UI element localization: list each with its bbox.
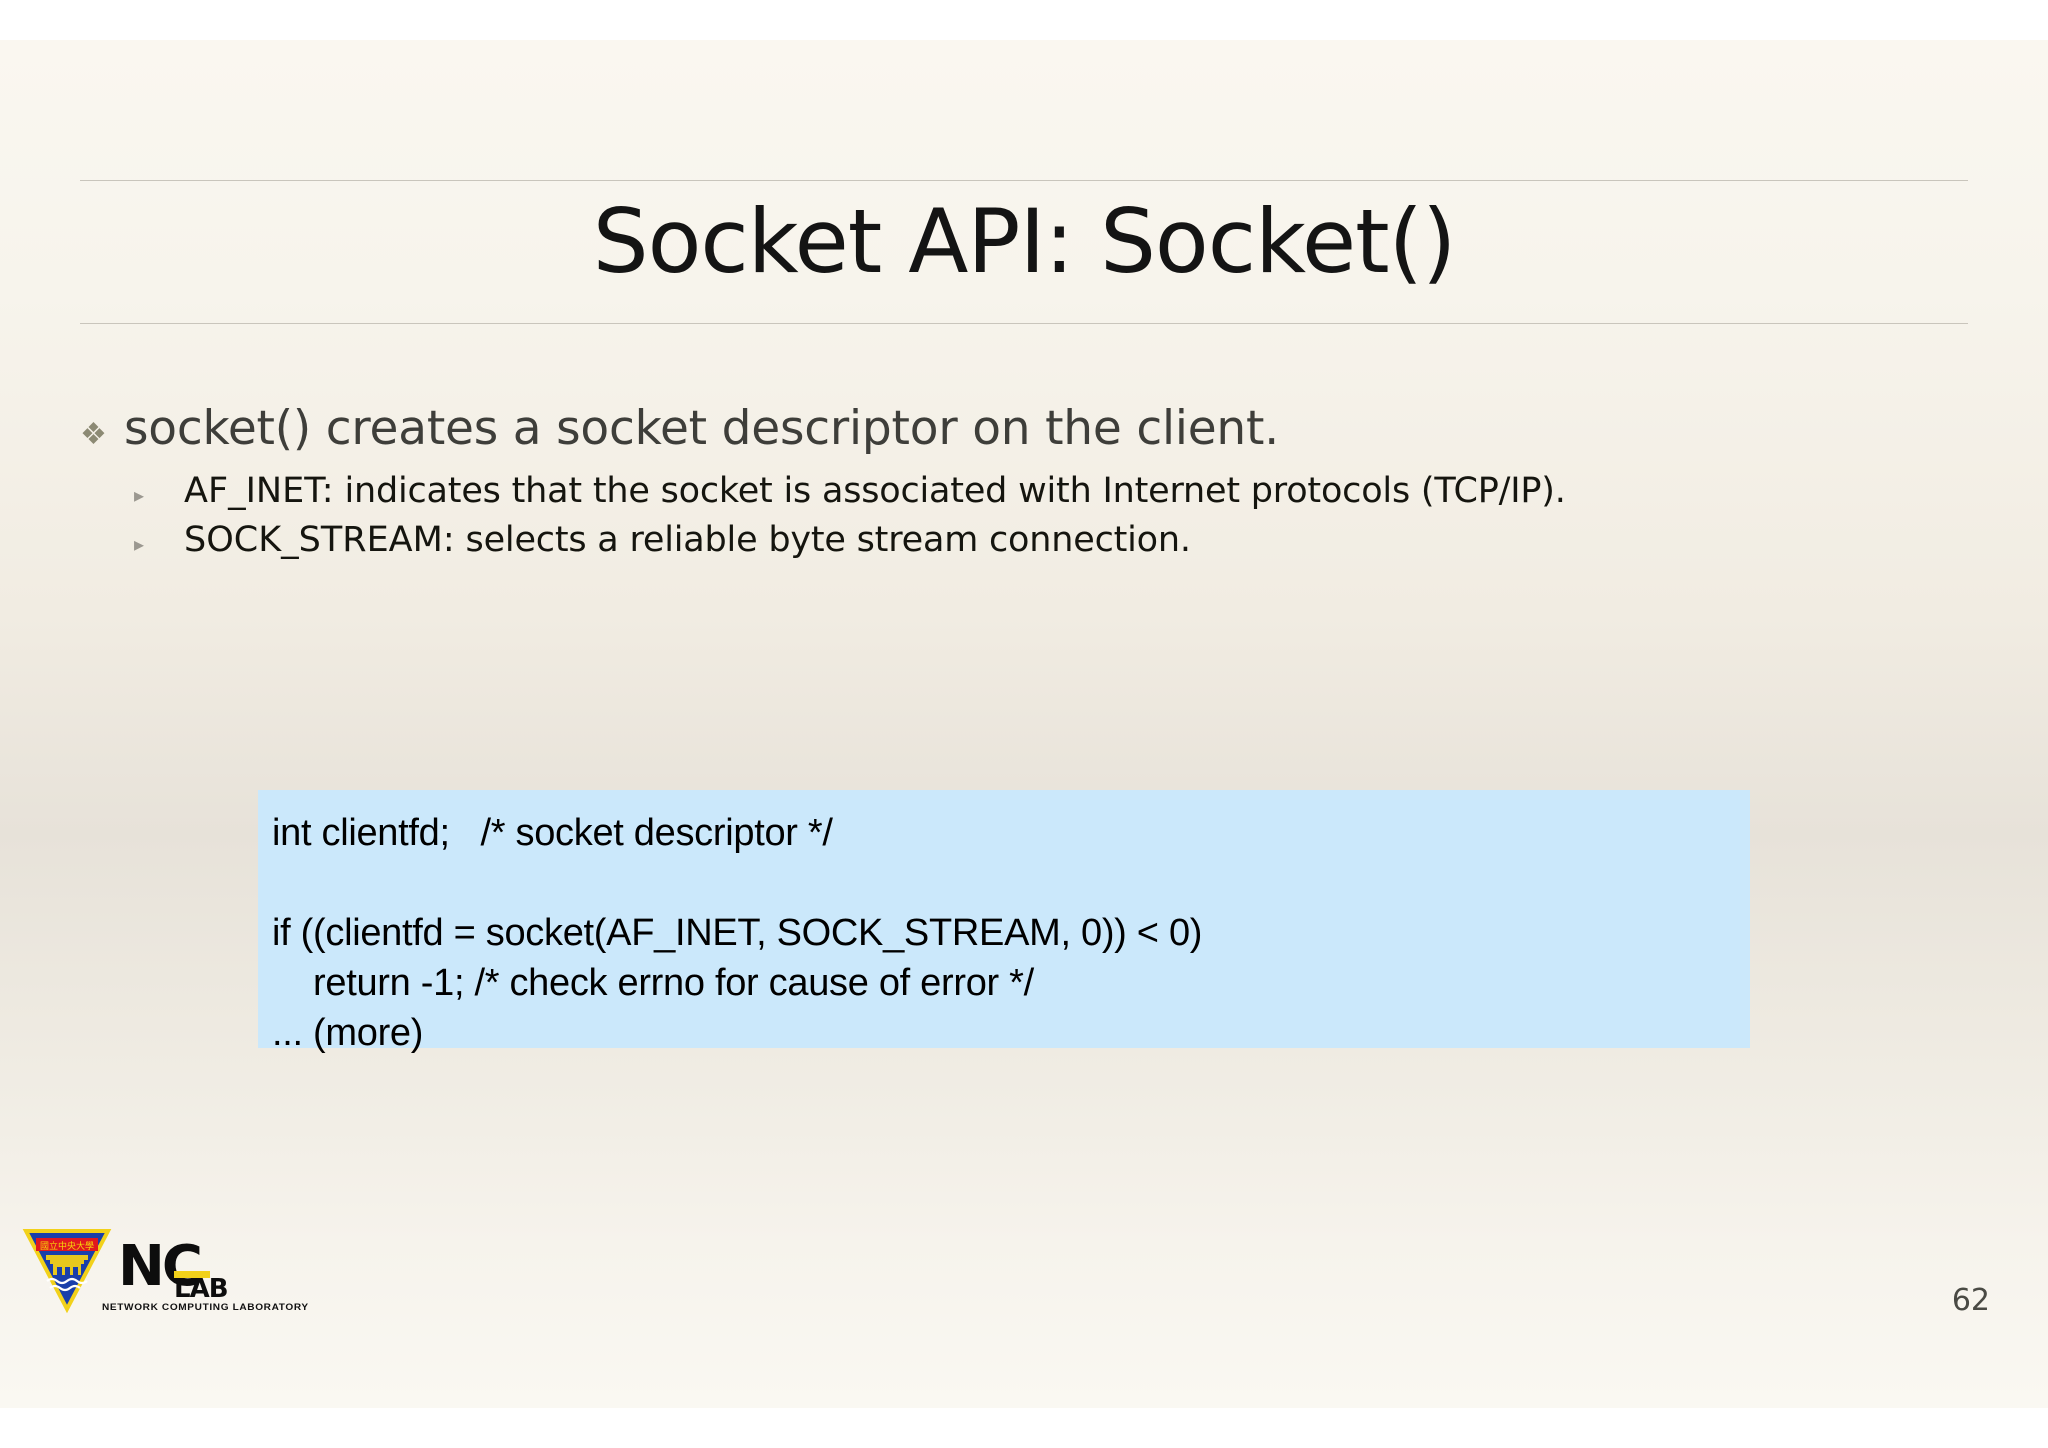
triangle-bullet-icon: ▸ (134, 534, 145, 557)
page-number: 62 (1951, 1283, 1990, 1318)
title-rule-bottom (80, 323, 1968, 324)
logo-caption: NETWORK COMPUTING LABORATORY (102, 1302, 309, 1313)
svg-text:LAB: LAB (174, 1274, 228, 1304)
code-line: return -1; /* check errno for cause of e… (272, 962, 1034, 1004)
code-line-blank (272, 858, 1750, 908)
university-crest-icon: 國立中央大學 (22, 1229, 112, 1314)
code-line: int clientfd; /* socket descriptor */ (272, 812, 833, 854)
slide-canvas: Socket API: Socket() ❖ socket() creates … (0, 40, 2048, 1408)
svg-text:國立中央大學: 國立中央大學 (40, 1240, 94, 1252)
bullet-item-sock-stream: ▸ SOCK_STREAM: selects a reliable byte s… (134, 518, 1972, 564)
nc-wordmark-icon: NC LAB (118, 1234, 229, 1304)
page-title: Socket API: Socket() (592, 190, 1457, 293)
bullet-list: ❖ socket() creates a socket descriptor o… (72, 400, 1972, 568)
triangle-bullet-icon: ▸ (134, 484, 145, 507)
svg-text:NC: NC (118, 1234, 200, 1299)
diamond-bullet-icon: ❖ (80, 418, 107, 451)
bullet-af-inet-description: indicates that the socket is associated … (333, 470, 1566, 511)
nclab-logo: 國立中央大學 NC LAB (22, 1225, 272, 1315)
bullet-sock-stream-label: SOCK_STREAM: selects a reliable byte str… (184, 518, 1191, 564)
bullet-primary-label: socket() creates a socket descriptor on … (124, 401, 1279, 456)
logo-artwork: 國立中央大學 NC LAB (22, 1229, 229, 1314)
bullet-item-primary: ❖ socket() creates a socket descriptor o… (72, 400, 1972, 459)
bullet-af-inet-label: AF_INET: indicates that the socket is as… (184, 469, 1566, 515)
code-line: ... (more) (272, 1012, 424, 1054)
bullet-sock-stream-description: selects a reliable byte stream connectio… (454, 520, 1191, 561)
bullet-item-af-inet: ▸ AF_INET: indicates that the socket is … (134, 469, 1972, 515)
title-rule-top (80, 180, 1968, 181)
code-snippet-block: int clientfd; /* socket descriptor */ if… (258, 790, 1750, 1054)
code-line: if ((clientfd = socket(AF_INET, SOCK_STR… (272, 912, 1203, 954)
bullet-sock-stream-keyword: SOCK_STREAM: (184, 520, 455, 561)
bullet-af-inet-keyword: AF_INET: (184, 470, 334, 511)
